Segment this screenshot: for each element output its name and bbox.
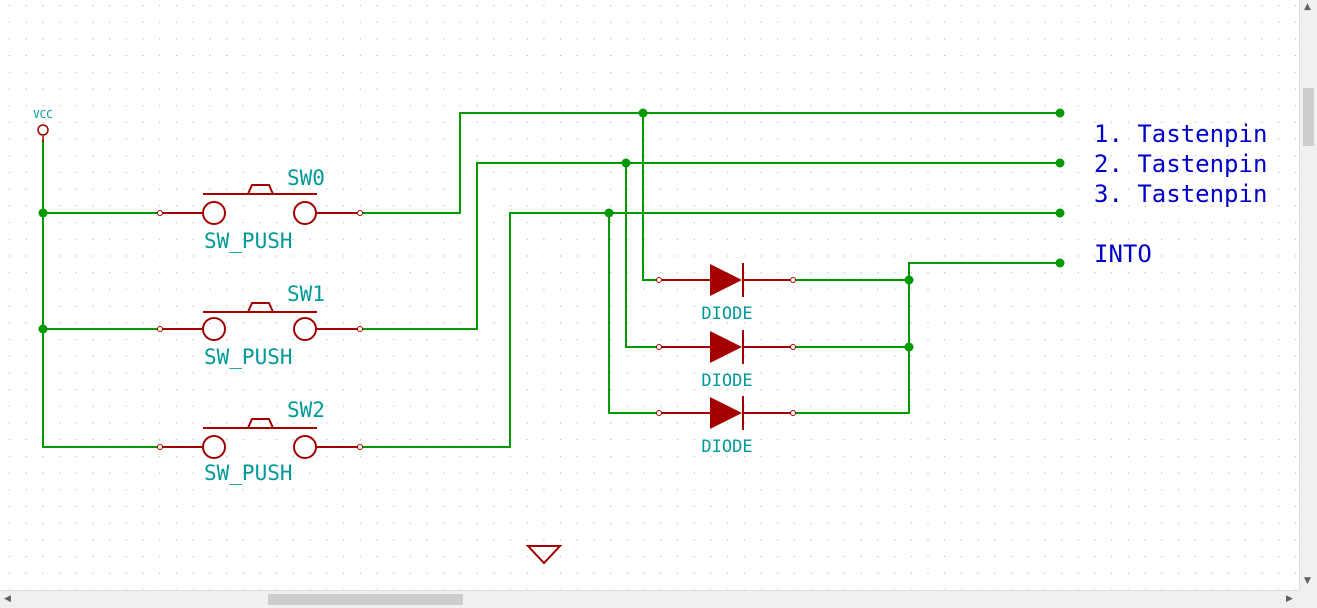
switch-sw2[interactable]: SW2 SW_PUSH — [157, 398, 363, 485]
wire-d1-anode — [625, 163, 659, 348]
diode-d1[interactable]: DIODE — [656, 330, 796, 391]
net-label[interactable]: 2. Tastenpin — [1094, 150, 1267, 178]
chevron-right-icon[interactable]: ▶ — [1286, 594, 1293, 604]
diode-value: DIODE — [701, 304, 752, 324]
wire-d2-anode — [608, 213, 659, 414]
horizontal-scroll-thumb[interactable] — [268, 594, 463, 605]
junction — [638, 108, 648, 118]
net-label[interactable]: 1. Tastenpin — [1094, 120, 1267, 148]
switch-sw0[interactable]: SW0 SW_PUSH — [157, 166, 363, 253]
chevron-left-icon[interactable]: ◀ — [4, 594, 11, 604]
junction — [904, 342, 914, 352]
vertical-scroll-thumb[interactable] — [1303, 88, 1314, 146]
scrollbar-corner — [1299, 590, 1317, 608]
diode-d0[interactable]: DIODE — [656, 263, 796, 324]
net-labels: 1. Tastenpin 2. Tastenpin 3. Tastenpin I… — [1094, 120, 1267, 268]
junction — [38, 208, 48, 218]
wires — [42, 112, 1060, 448]
junction — [604, 208, 614, 218]
label-connection — [1055, 258, 1065, 268]
horizontal-scrollbar[interactable]: ◀ ▶ — [0, 590, 1299, 608]
chevron-down-icon[interactable]: ▼ — [1304, 576, 1311, 586]
junction — [38, 324, 48, 334]
wire-sw2-out — [360, 212, 1060, 448]
label-connection — [1055, 208, 1065, 218]
wire-d0-anode — [642, 113, 659, 281]
net-label[interactable]: INTO — [1094, 240, 1152, 268]
label-connection — [1055, 158, 1065, 168]
switch-value: SW_PUSH — [204, 229, 293, 253]
vertical-scrollbar[interactable]: ▲ ▼ — [1299, 0, 1317, 590]
wire-sw0-out — [360, 112, 1060, 214]
diode-d2[interactable]: DIODE — [656, 396, 796, 457]
label-connection — [1055, 108, 1065, 118]
diode-value: DIODE — [701, 371, 752, 391]
junction — [904, 275, 914, 285]
vcc-power-symbol[interactable]: VCC — [33, 108, 53, 142]
diode-value: DIODE — [701, 437, 752, 457]
grid-dots — [0, 0, 1299, 590]
net-label[interactable]: 3. Tastenpin — [1094, 180, 1267, 208]
wire-sw1-out — [360, 162, 1060, 330]
switch-value: SW_PUSH — [204, 345, 293, 369]
switch-ref: SW1 — [287, 282, 325, 306]
switch-ref: SW2 — [287, 398, 325, 422]
junctions — [38, 108, 1065, 352]
vcc-label: VCC — [33, 108, 53, 121]
switch-sw1[interactable]: SW1 SW_PUSH — [157, 282, 363, 369]
chevron-up-icon[interactable]: ▲ — [1304, 2, 1311, 12]
switch-value: SW_PUSH — [204, 461, 293, 485]
junction — [621, 158, 631, 168]
wire-d2-cathode — [793, 262, 1060, 414]
cursor-marker-icon — [525, 545, 563, 565]
switch-ref: SW0 — [287, 166, 325, 190]
wire-vcc-bus — [42, 140, 160, 448]
